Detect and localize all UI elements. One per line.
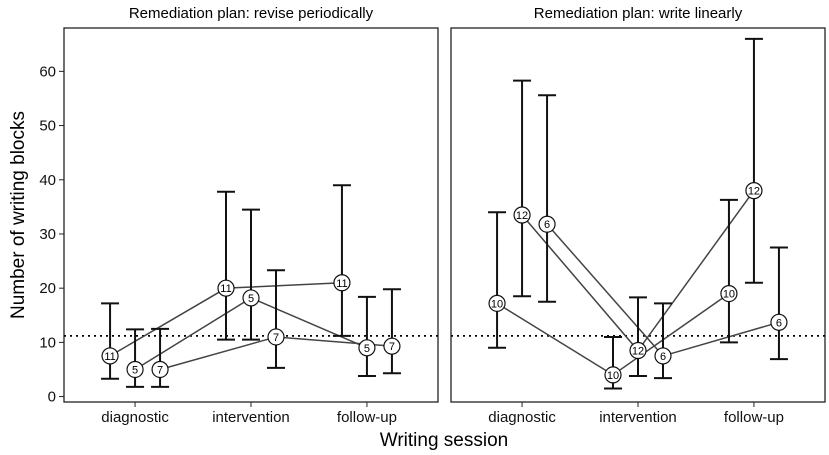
- data-point: [745, 182, 763, 200]
- y-tick-label: 50: [39, 118, 56, 135]
- data-point: [217, 279, 235, 297]
- y-tick-label: 60: [39, 63, 56, 80]
- x-tick-label: follow-up: [337, 409, 397, 426]
- data-point-label: 5: [248, 293, 254, 305]
- data-point: [267, 328, 285, 346]
- data-point: [538, 215, 556, 233]
- data-point-label: 7: [389, 341, 395, 353]
- data-point-label: 11: [220, 283, 231, 295]
- x-tick-label: diagnostic: [488, 409, 556, 426]
- panel-revise-periodically: Remediation plan: revise periodically di…: [63, 5, 439, 426]
- y-tick-label: 40: [39, 172, 56, 189]
- data-point: [770, 313, 788, 331]
- data-point-label: 11: [104, 351, 115, 363]
- y-tick-label: 30: [39, 226, 56, 243]
- panel-write-linearly: Remediation plan: write linearly diagnos…: [450, 5, 826, 426]
- data-point-label: 6: [660, 351, 666, 363]
- data-point-label: 12: [516, 210, 528, 222]
- data-point: [383, 337, 401, 355]
- y-tick-label: 20: [39, 280, 56, 297]
- data-point: [604, 366, 622, 384]
- data-point-label: 6: [544, 219, 550, 231]
- data-point-label: 12: [632, 346, 644, 358]
- data-point-label: 10: [491, 298, 503, 310]
- data-point: [629, 341, 647, 360]
- x-tick-label: follow-up: [724, 409, 784, 426]
- y-tick-label: 10: [39, 334, 56, 351]
- x-tick-label: diagnostic: [101, 409, 169, 426]
- data-point: [242, 289, 260, 307]
- data-point: [126, 360, 144, 379]
- data-point-label: 7: [157, 364, 163, 376]
- data-point-label: 12: [748, 186, 760, 198]
- data-point: [654, 347, 672, 365]
- data-point: [358, 339, 376, 357]
- data-point-label: 11: [336, 278, 347, 290]
- data-point: [151, 360, 169, 379]
- data-point: [488, 294, 506, 312]
- data-point: [720, 284, 738, 303]
- data-point-label: 10: [607, 370, 619, 382]
- data-point-label: 5: [132, 364, 138, 376]
- data-point-label: 6: [776, 317, 782, 329]
- data-point: [513, 206, 531, 224]
- data-point-label: 5: [364, 343, 370, 355]
- data-point-label: 7: [273, 332, 279, 344]
- y-axis-title: Number of writing blocks: [8, 111, 29, 319]
- panel-title: Remediation plan: write linearly: [534, 5, 743, 22]
- x-tick-label: intervention: [212, 409, 290, 426]
- x-axis-title: Writing session: [380, 430, 508, 451]
- data-point-label: 10: [723, 289, 735, 301]
- data-point: [333, 274, 351, 292]
- panel-title: Remediation plan: revise periodically: [129, 5, 374, 22]
- y-tick-label: 0: [48, 389, 56, 406]
- data-point: [101, 347, 119, 365]
- x-tick-label: intervention: [599, 409, 677, 426]
